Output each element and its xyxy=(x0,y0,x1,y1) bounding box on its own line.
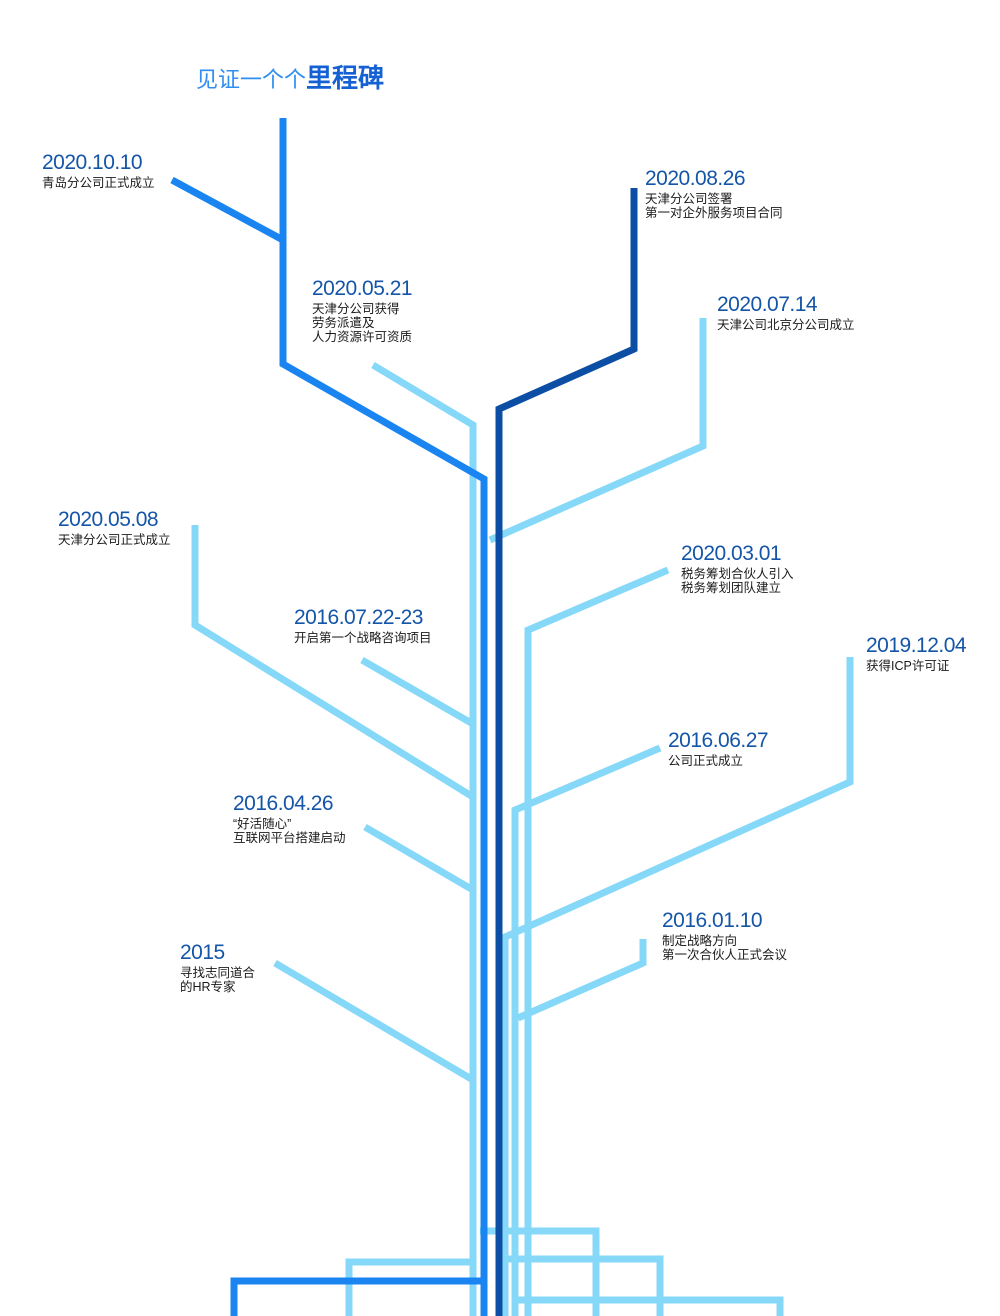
page-title: 见证一个个里程碑 xyxy=(196,58,384,95)
milestone-20160627: 2016.06.27 公司正式成立 xyxy=(668,728,769,768)
milestone-desc-line: 互联网平台搭建启动 xyxy=(233,831,346,845)
branch-line-20201010 xyxy=(170,176,285,244)
branch-line-20200508 xyxy=(191,525,475,800)
branch-line-20160722 xyxy=(360,656,475,728)
base-frame-light-4 xyxy=(515,1296,784,1316)
milestone-desc-line: 开启第一个战略咨询项目 xyxy=(294,631,432,645)
branch-line-20160110 xyxy=(516,939,647,1022)
base-frame-mid xyxy=(230,1277,484,1316)
milestone-desc-line: 寻找志同道合 xyxy=(180,966,256,980)
milestone-date: 2015 xyxy=(180,941,225,964)
branch-line-20160426 xyxy=(363,823,475,894)
milestone-20160722: 2016.07.22-23 开启第一个战略咨询项目 xyxy=(294,605,432,645)
milestone-desc-line: 第一次合伙人正式会议 xyxy=(662,948,788,962)
milestone-20160110: 2016.01.10 制定战略方向 第一次合伙人正式会议 xyxy=(662,908,787,962)
milestone-desc-line: 天津分公司获得 xyxy=(312,302,400,316)
milestone-date: 2016.07.22-23 xyxy=(294,606,423,629)
milestone-20201010: 2020.10.10 青岛分公司正式成立 xyxy=(42,150,155,190)
milestone-20200521: 2020.05.21 天津分公司获得 劳务派遣及 人力资源许可资质 xyxy=(312,276,413,344)
milestone-20191204: 2019.12.04 获得ICP许可证 xyxy=(866,633,967,673)
milestone-desc-line: 税务筹划合伙人引入 xyxy=(681,567,794,581)
base-frame-light-2 xyxy=(480,1227,600,1316)
milestone-date: 2020.07.14 xyxy=(717,293,818,316)
milestone-desc-line: 第一对企外服务项目合同 xyxy=(645,206,783,220)
milestone-date: 2016.01.10 xyxy=(662,909,763,932)
milestone-desc-line: 公司正式成立 xyxy=(668,754,744,768)
branch-line-20200714 xyxy=(488,318,707,544)
milestone-date: 2020.05.21 xyxy=(312,277,413,300)
milestone-desc-line: 天津分公司正式成立 xyxy=(58,533,171,547)
milestone-desc-line: 青岛分公司正式成立 xyxy=(42,176,155,190)
milestone-desc-line: 制定战略方向 xyxy=(662,934,738,948)
milestone-20200508: 2020.05.08 天津分公司正式成立 xyxy=(58,507,171,547)
branch-line-20191204 xyxy=(501,657,854,1316)
milestone-desc-line: “好活随心” xyxy=(233,817,292,831)
milestone-desc-line: 获得ICP许可证 xyxy=(866,659,950,673)
milestone-20200301: 2020.03.01 税务筹划合伙人引入 税务筹划团队建立 xyxy=(681,541,794,595)
branch-line-20160627 xyxy=(511,744,662,1316)
milestone-20200714: 2020.07.14 天津公司北京分公司成立 xyxy=(717,292,855,332)
base-frame-light-1 xyxy=(345,1258,473,1316)
branch-line-2015 xyxy=(273,959,475,1084)
milestone-date: 2020.10.10 xyxy=(42,151,143,174)
milestone-desc-line: 税务筹划团队建立 xyxy=(681,581,782,595)
title-emphasis: 里程碑 xyxy=(306,63,385,93)
trunk-line-20200826 xyxy=(495,190,638,1316)
title-prefix: 见证一个个 xyxy=(196,67,307,92)
trunk-line-main xyxy=(279,118,488,1316)
milestone-date: 2020.08.26 xyxy=(645,167,746,190)
milestone-desc-line: 天津分公司签署 xyxy=(645,192,733,206)
milestone-date: 2019.12.04 xyxy=(866,634,967,657)
milestone-20200826: 2020.08.26 天津分公司签署 第一对企外服务项目合同 xyxy=(645,166,783,220)
base-frame-light-3 xyxy=(500,1255,664,1316)
branch-line-20200521 xyxy=(371,361,477,1316)
milestone-desc-line: 的HR专家 xyxy=(180,980,236,994)
milestone-2015: 2015 寻找志同道合 的HR专家 xyxy=(180,940,255,994)
milestone-desc-line: 劳务派遣及 xyxy=(312,316,375,330)
milestone-date: 2020.05.08 xyxy=(58,508,159,531)
milestone-20160426: 2016.04.26 “好活随心” 互联网平台搭建启动 xyxy=(233,791,346,845)
milestone-date: 2016.06.27 xyxy=(668,729,769,752)
branch-line-20200301 xyxy=(524,566,670,1316)
milestone-desc-line: 人力资源许可资质 xyxy=(312,330,413,344)
milestone-desc-line: 天津公司北京分公司成立 xyxy=(717,318,855,332)
milestone-date: 2016.04.26 xyxy=(233,792,334,815)
milestone-date: 2020.03.01 xyxy=(681,542,782,565)
